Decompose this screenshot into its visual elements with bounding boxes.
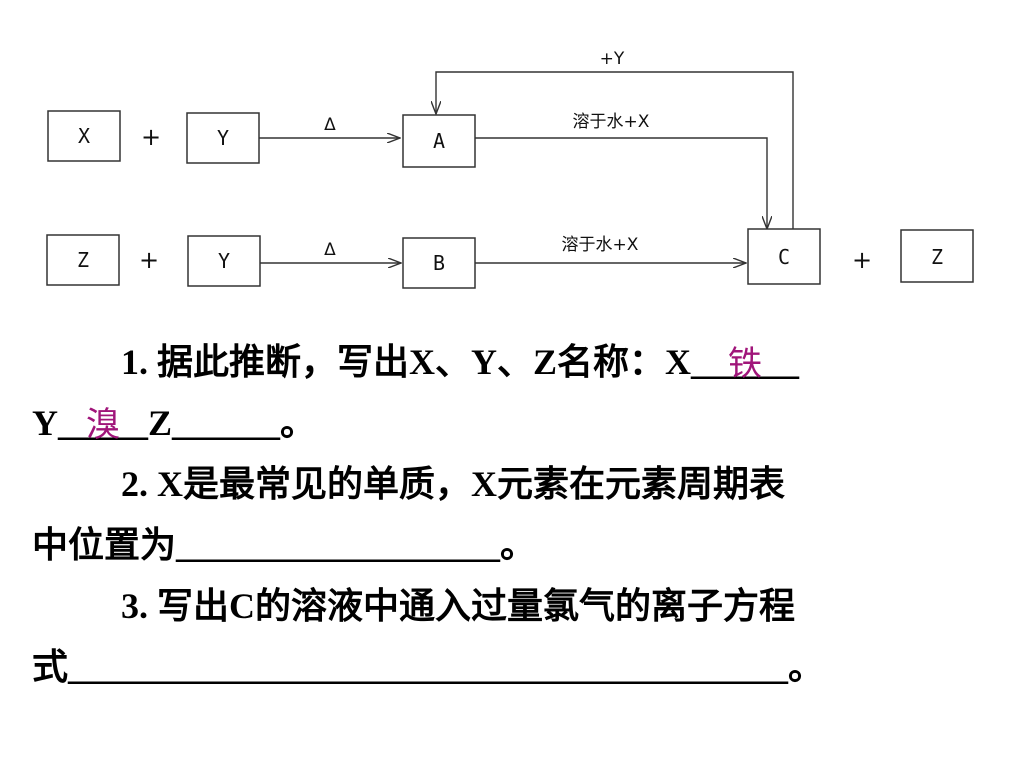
plus-operator: + — [139, 246, 159, 274]
node-y1: Y — [186, 112, 260, 164]
question-3-prompt: 3. 写出C的溶液中通入过量氯气的离子方程 — [121, 586, 795, 626]
answer-y: 溴 — [86, 405, 120, 445]
question-3-end: 。 — [788, 647, 825, 687]
svg-text:Y: Y — [217, 126, 229, 150]
edge-label-plus-y: +Y — [600, 49, 625, 69]
node-z1: Z — [46, 234, 120, 286]
blank-z: ______ — [172, 403, 281, 443]
edge-label-b-to-c: 溶于水+X — [562, 235, 639, 255]
question-2-line-1: 2. X是最常见的单质，X元素在元素周期表 — [32, 454, 992, 515]
blank-equation: ________________________________________ — [68, 647, 789, 687]
edge-c-to-a — [436, 71, 794, 229]
blank-y: 溴_____ — [58, 393, 148, 454]
question-3-prompt-cont: 式 — [32, 647, 69, 687]
question-2-prompt: 2. X是最常见的单质，X元素在元素周期表 — [121, 464, 785, 504]
blank-y-underline: _____ — [58, 403, 148, 443]
node-b: B — [402, 237, 476, 289]
node-x1: X — [47, 110, 121, 162]
question-1-prompt: 1. 据此推断，写出X、Y、Z名称：X — [121, 342, 692, 382]
svg-text:Z: Z — [931, 245, 943, 269]
edge-label-a-to-c: 溶于水+X — [573, 112, 650, 132]
svg-text:Y: Y — [218, 249, 230, 273]
svg-text:B: B — [433, 251, 445, 275]
z-label: Z — [148, 403, 173, 443]
y-label: Y — [32, 403, 58, 443]
heat-label: Δ — [324, 240, 336, 260]
heat-label: Δ — [324, 115, 336, 135]
question-3-line-2: 式_______________________________________… — [32, 637, 992, 698]
reaction-flow-diagram: X + Y Δ A 溶于水+X +Y Z + Y Δ — [46, 49, 974, 289]
blank-x-underline: ______ — [691, 342, 800, 382]
svg-text:Z: Z — [77, 248, 89, 272]
blank-position: __________________ — [176, 525, 501, 565]
question-2-line-2: 中位置为__________________。 — [32, 515, 992, 576]
node-z2: Z — [900, 229, 974, 283]
edge-a-to-c — [475, 137, 767, 229]
plus-operator: + — [141, 123, 161, 151]
node-a: A — [402, 114, 476, 168]
node-c: C — [747, 228, 821, 285]
plus-operator: + — [852, 246, 872, 274]
answer-x: 铁 — [728, 344, 763, 384]
svg-text:C: C — [778, 245, 790, 269]
question-3-line-1: 3. 写出C的溶液中通入过量氯气的离子方程 — [32, 576, 992, 637]
node-y2: Y — [187, 235, 261, 287]
question-2-end: 。 — [500, 525, 537, 565]
svg-text:A: A — [433, 129, 445, 153]
question-1-end: 。 — [280, 403, 317, 443]
blank-x: 铁______ — [691, 332, 799, 393]
svg-text:X: X — [78, 124, 90, 148]
question-2-prompt-cont: 中位置为 — [32, 525, 177, 565]
